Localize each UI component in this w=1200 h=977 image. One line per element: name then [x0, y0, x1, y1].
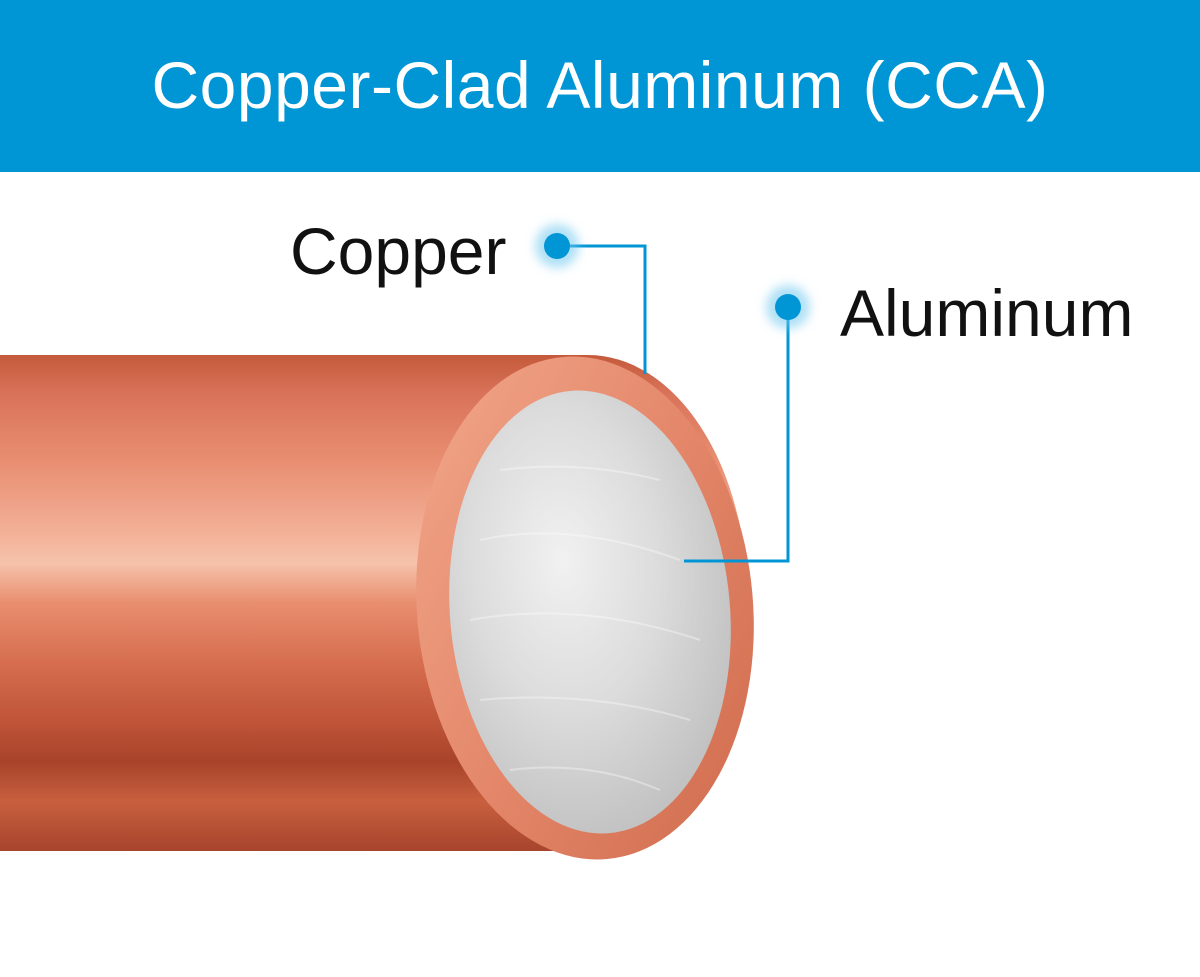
aluminum-marker-icon [766, 285, 810, 329]
copper-callout-line [557, 244, 647, 374]
aluminum-callout-line [684, 307, 790, 563]
aluminum-texture [469, 465, 701, 791]
aluminum-label: Aluminum [840, 276, 1134, 350]
title-banner: Copper-Clad Aluminum (CCA) [0, 0, 1200, 172]
page-title: Copper-Clad Aluminum (CCA) [151, 48, 1049, 122]
copper-marker-icon [535, 224, 579, 268]
copper-label: Copper [290, 214, 507, 288]
aluminum-core [449, 390, 731, 834]
